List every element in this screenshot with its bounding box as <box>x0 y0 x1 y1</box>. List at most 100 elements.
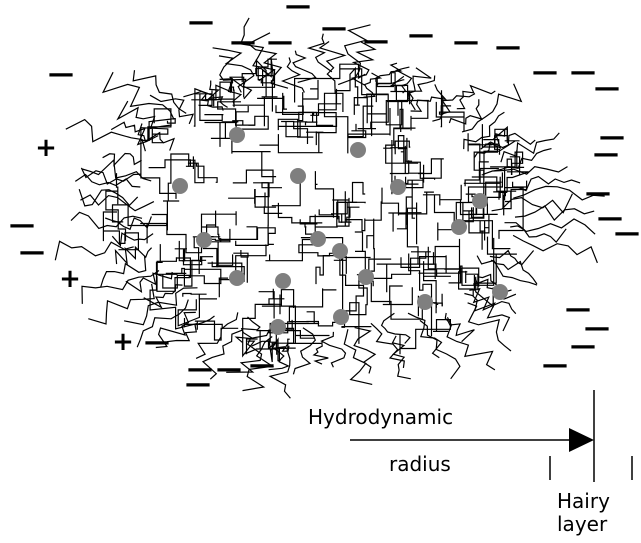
hair-chain <box>382 313 410 343</box>
negative-charge: — <box>267 27 293 57</box>
hair-chain <box>81 168 141 184</box>
network-strand <box>188 160 217 183</box>
negative-charge: — <box>593 139 619 169</box>
hair-chain <box>322 332 346 367</box>
hair-chain <box>293 328 315 375</box>
hair-chain <box>447 317 495 370</box>
layer-label: layer <box>557 512 608 536</box>
particle <box>229 127 245 143</box>
polymer-network <box>103 58 528 362</box>
negative-charge: — <box>216 354 242 384</box>
network-strand <box>262 295 330 344</box>
network-strand <box>332 198 365 226</box>
network-strand <box>299 80 333 126</box>
particle <box>229 270 245 286</box>
hair-chain <box>133 70 186 113</box>
negative-charge: — <box>594 73 620 103</box>
hair-chain <box>491 260 537 284</box>
hair-chain <box>371 323 404 368</box>
negative-charge: — <box>532 57 558 87</box>
negative-charge: — <box>9 210 35 240</box>
positive-charge: + <box>112 327 134 357</box>
negative-charge: — <box>453 27 479 57</box>
network-strand <box>228 189 282 213</box>
particle <box>390 179 406 195</box>
hair-chain <box>457 86 496 109</box>
network-strand <box>306 113 337 146</box>
network-strand <box>175 249 213 266</box>
negative-charge: — <box>542 350 568 380</box>
hydrodynamic-label: Hydrodynamic <box>308 405 453 429</box>
network-strand <box>377 228 436 293</box>
network-strand <box>185 318 239 340</box>
negative-charge: — <box>495 32 521 62</box>
particle <box>358 269 374 285</box>
hairy-label: Hairy <box>557 489 610 513</box>
network-strand <box>265 240 315 261</box>
network-strand <box>195 90 223 120</box>
positive-charge: + <box>35 133 57 163</box>
negative-charge: — <box>19 237 45 267</box>
network-strand <box>260 132 324 153</box>
particle <box>492 284 508 300</box>
hair-chain <box>80 195 153 211</box>
negative-charge: — <box>144 327 170 357</box>
particle <box>196 232 212 248</box>
hair-chain <box>344 329 372 384</box>
hair-chain <box>103 154 142 166</box>
particle <box>332 243 348 259</box>
particle <box>290 168 306 184</box>
particle <box>275 273 291 289</box>
negative-charge: — <box>614 218 640 248</box>
hair-chain <box>320 42 345 95</box>
network-strand <box>444 238 493 285</box>
radius-arrow-head <box>569 428 594 452</box>
negative-charge: — <box>570 57 596 87</box>
particle <box>350 142 366 158</box>
negative-charge: — <box>230 27 256 57</box>
negative-charge: — <box>363 26 389 56</box>
hair-chain <box>293 51 316 83</box>
hairy-chains <box>55 18 604 398</box>
network-strand <box>394 109 416 145</box>
hair-chain <box>167 316 215 342</box>
hair-chain <box>483 167 568 175</box>
particle <box>310 231 326 247</box>
negative-charge: — <box>285 0 311 21</box>
negative-charge: — <box>185 369 211 399</box>
negative-charge: — <box>188 7 214 37</box>
hair-chain <box>354 328 375 374</box>
hair-chain <box>79 189 138 206</box>
particle <box>451 219 467 235</box>
network-strand <box>369 252 431 279</box>
network-strand <box>358 94 389 129</box>
hair-chain <box>501 133 559 162</box>
embedded-particles <box>172 127 508 335</box>
radius-label: radius <box>389 452 451 476</box>
hair-chain <box>101 256 146 287</box>
negative-charge: — <box>570 331 596 361</box>
network-strand <box>397 203 422 245</box>
particle <box>270 319 286 335</box>
hair-chain <box>515 206 594 220</box>
particle <box>172 178 188 194</box>
particle <box>417 294 433 310</box>
hair-chain <box>393 336 411 379</box>
hair-chain <box>126 272 172 292</box>
network-strand <box>465 133 492 186</box>
network-strand <box>436 96 464 131</box>
network-strand <box>281 122 307 145</box>
particle <box>333 309 349 325</box>
positive-charge: + <box>59 264 81 294</box>
negative-charge: — <box>249 350 275 380</box>
network-strand <box>315 171 333 218</box>
particle <box>472 193 488 209</box>
network-strand <box>345 191 381 230</box>
negative-charge: — <box>321 13 347 43</box>
hair-chain <box>66 120 146 152</box>
network-strand <box>376 73 409 105</box>
negative-charge: — <box>48 59 74 89</box>
network-strand <box>236 183 282 246</box>
